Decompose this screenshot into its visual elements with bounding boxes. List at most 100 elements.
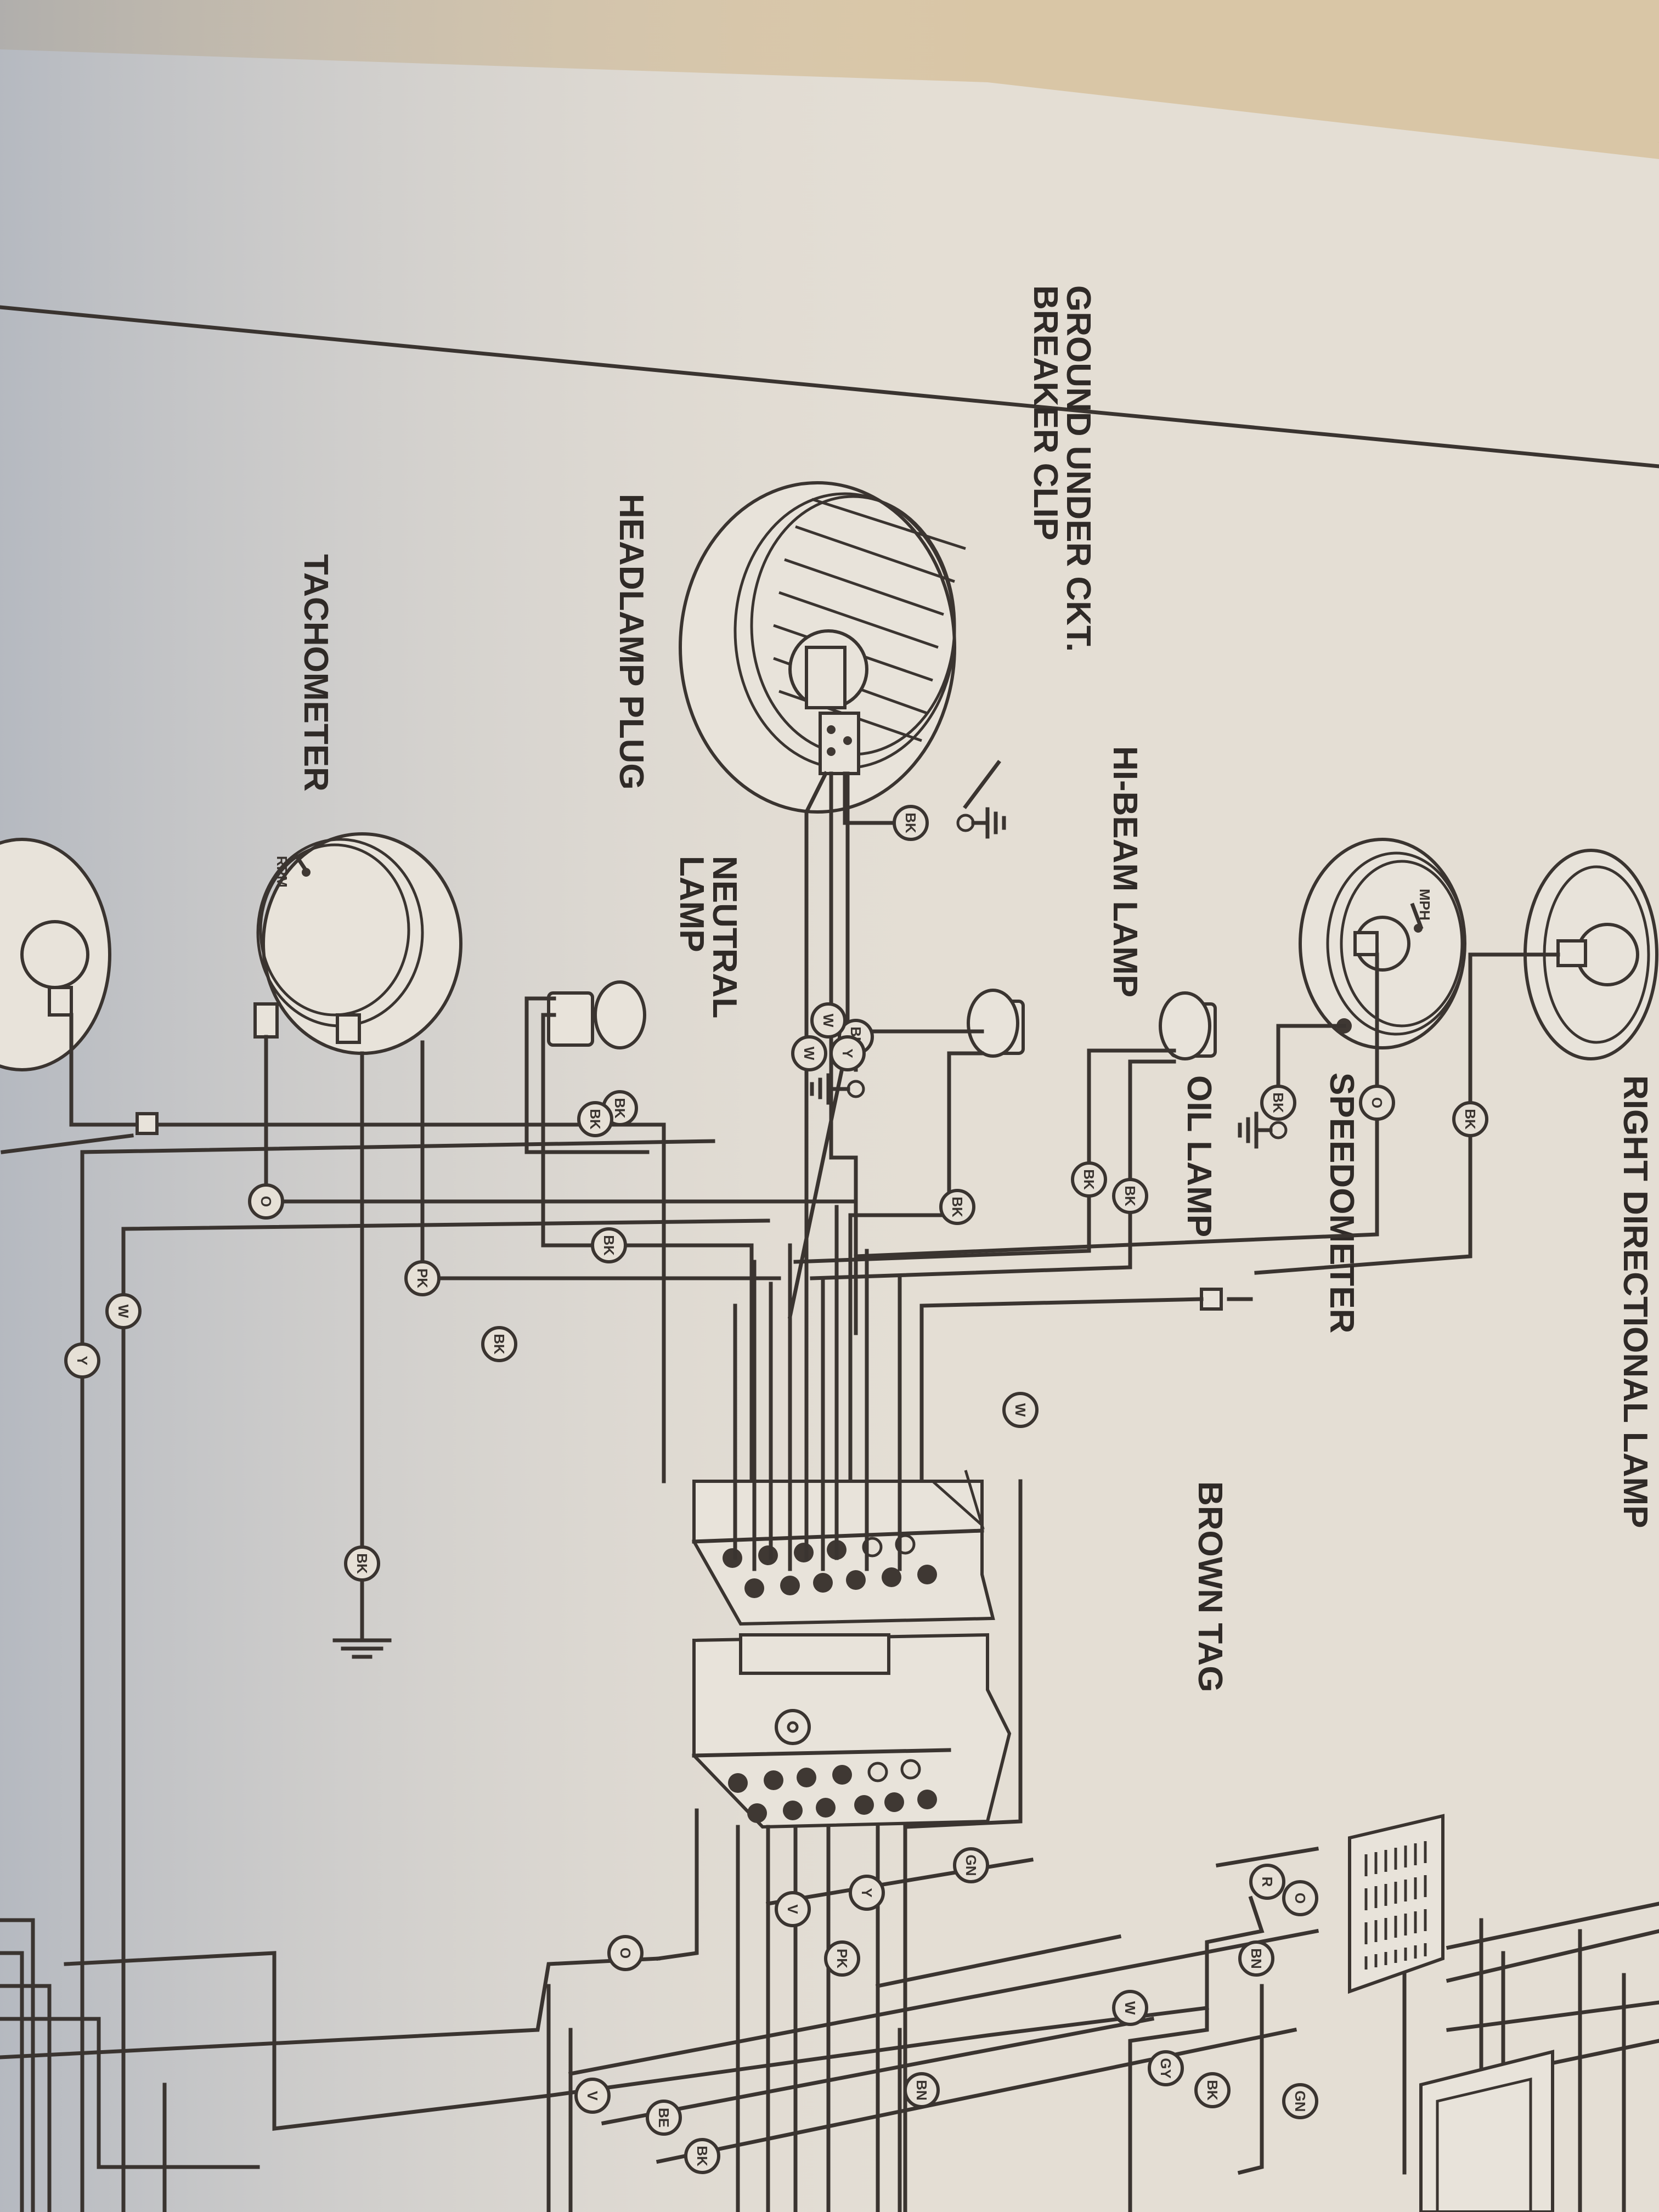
connector-pin — [917, 1790, 937, 1809]
wire-tag-bk: BK — [893, 805, 929, 841]
wire-tag-bk: BK — [577, 1101, 613, 1137]
wire-tag-o: O — [607, 1935, 644, 1971]
wire-tag-pk: PK — [824, 1940, 860, 1977]
svg-text:BN: BN — [913, 2080, 930, 2101]
connector-pin — [723, 1548, 742, 1568]
neutral-lamp-wire-a — [524, 996, 650, 1154]
tachometer-gauge: RPM — [253, 832, 462, 1055]
connector-pin — [797, 1768, 816, 1787]
connector-pin — [747, 1803, 767, 1823]
wire-tag-w: W — [105, 1293, 142, 1329]
svg-text:BK: BK — [949, 1197, 966, 1217]
ground-symbol-icon — [956, 807, 1006, 839]
ground-symbol-icon — [332, 1594, 392, 1659]
connector-pin-empty — [867, 1762, 888, 1782]
svg-text:V: V — [584, 2091, 601, 2101]
wire-tag-bk: BK — [481, 1326, 517, 1362]
headlamp-ground-wire — [843, 771, 913, 825]
speedometer-gauge: MPH — [1299, 838, 1466, 1049]
wire-bundle-upper — [733, 1205, 902, 1571]
wire-tag-r: R — [1249, 1864, 1285, 1900]
connector-pin — [882, 1567, 901, 1587]
ground-symbol-icon — [1238, 1111, 1288, 1149]
svg-text:GY: GY — [1158, 2058, 1174, 2079]
connector-block-upper — [692, 1470, 995, 1626]
speedometer-label: SPEEDOMETER — [1323, 1073, 1361, 1333]
neutral-lamp-bulb — [547, 980, 646, 1049]
connector-pin — [758, 1545, 778, 1565]
svg-text:W: W — [820, 1014, 837, 1028]
wire-tag-y: Y — [830, 1035, 866, 1071]
headlamp-wire-2 — [829, 771, 858, 1335]
connector-pin — [783, 1801, 803, 1820]
connector-pin — [854, 1795, 874, 1815]
svg-text:Y: Y — [839, 1048, 856, 1058]
wire-tag-w: W — [1112, 1990, 1148, 2026]
tachometer-label: TACHOMETER — [297, 554, 335, 792]
wire-tag-bn: BN — [904, 2072, 940, 2108]
mph-dial-label: MPH — [1417, 889, 1433, 921]
wire-tag-gn: GN — [1282, 2083, 1318, 2119]
headlamp-plug-label: HEADLAMP PLUG — [612, 494, 650, 790]
connector-pin — [780, 1576, 800, 1595]
svg-text:O: O — [1369, 1097, 1385, 1108]
brown-tag-label: BROWN TAG — [1191, 1481, 1229, 1692]
connector-pin — [917, 1565, 937, 1584]
connector-pin-empty — [900, 1759, 921, 1780]
neutral-lamp-wire-b — [541, 1013, 754, 1483]
wire-tag-bk: BK — [591, 1227, 627, 1263]
brown-tag-connector — [1200, 1288, 1223, 1311]
wire-tag-w: W — [791, 1035, 827, 1071]
svg-text:BK: BK — [587, 1109, 603, 1130]
left-lamp-wire — [69, 1013, 666, 1483]
svg-text:V: V — [785, 1904, 801, 1914]
oil-lamp-wire-a — [793, 1048, 1176, 1264]
headlamp — [679, 481, 966, 814]
yellow-wire-long — [80, 1139, 715, 2212]
wire-tag-o: O — [1359, 1085, 1395, 1121]
svg-text:BK: BK — [694, 2146, 710, 2166]
connector-block-lower — [692, 1633, 1012, 1829]
svg-text:W: W — [115, 1305, 132, 1318]
wire-tag-y: Y — [849, 1875, 885, 1911]
wire-tag-be: BE — [646, 2100, 682, 2136]
svg-text:BK: BK — [1204, 2080, 1221, 2101]
svg-text:BK: BK — [1081, 1169, 1097, 1190]
svg-text:BK: BK — [354, 1553, 370, 1574]
svg-text:R: R — [1259, 1877, 1276, 1887]
svg-text:BK: BK — [601, 1235, 617, 1256]
connector-pin — [832, 1765, 852, 1785]
connector-pin — [884, 1792, 904, 1812]
svg-text:GN: GN — [1292, 2091, 1308, 2112]
ground-clip-pointer — [963, 760, 1001, 809]
svg-text:GN: GN — [963, 1855, 979, 1876]
switch-housing — [1419, 2050, 1554, 2212]
connector-pin — [813, 1573, 833, 1593]
wire-tag-w: W — [810, 1002, 847, 1039]
neutral-lamp-label-line1: NEUTRAL — [706, 856, 743, 1018]
right-directional-lamp — [1254, 849, 1658, 1275]
speedometer-orange-wire — [854, 952, 1379, 1259]
hi-beam-lamp-bulb — [967, 989, 1025, 1058]
wire-tag-pk: PK — [404, 1260, 441, 1296]
wire-tag-bk: BK — [1071, 1161, 1107, 1198]
svg-text:O: O — [1292, 1893, 1308, 1904]
brown-tag-wire — [919, 1297, 1204, 1483]
svg-text:PK: PK — [834, 1949, 850, 1968]
connector-pin — [728, 1773, 748, 1793]
svg-text:W: W — [1122, 2001, 1138, 2015]
wire-tag-o: O — [1282, 1880, 1318, 1916]
wire-tag-bn: BN — [1238, 1940, 1274, 1977]
connector-pin — [846, 1570, 866, 1590]
svg-text:BK: BK — [1122, 1186, 1138, 1206]
headlamp-wire-1 — [804, 771, 828, 1264]
svg-text:Y: Y — [859, 1888, 875, 1897]
svg-text:O: O — [258, 1196, 274, 1207]
wire-tag-bk: BK — [344, 1545, 380, 1582]
wire-tag-w: W — [1002, 1392, 1039, 1428]
connector-pin — [764, 1770, 783, 1790]
svg-text:O: O — [617, 1948, 634, 1959]
rpm-dial-label: RPM — [274, 856, 290, 888]
